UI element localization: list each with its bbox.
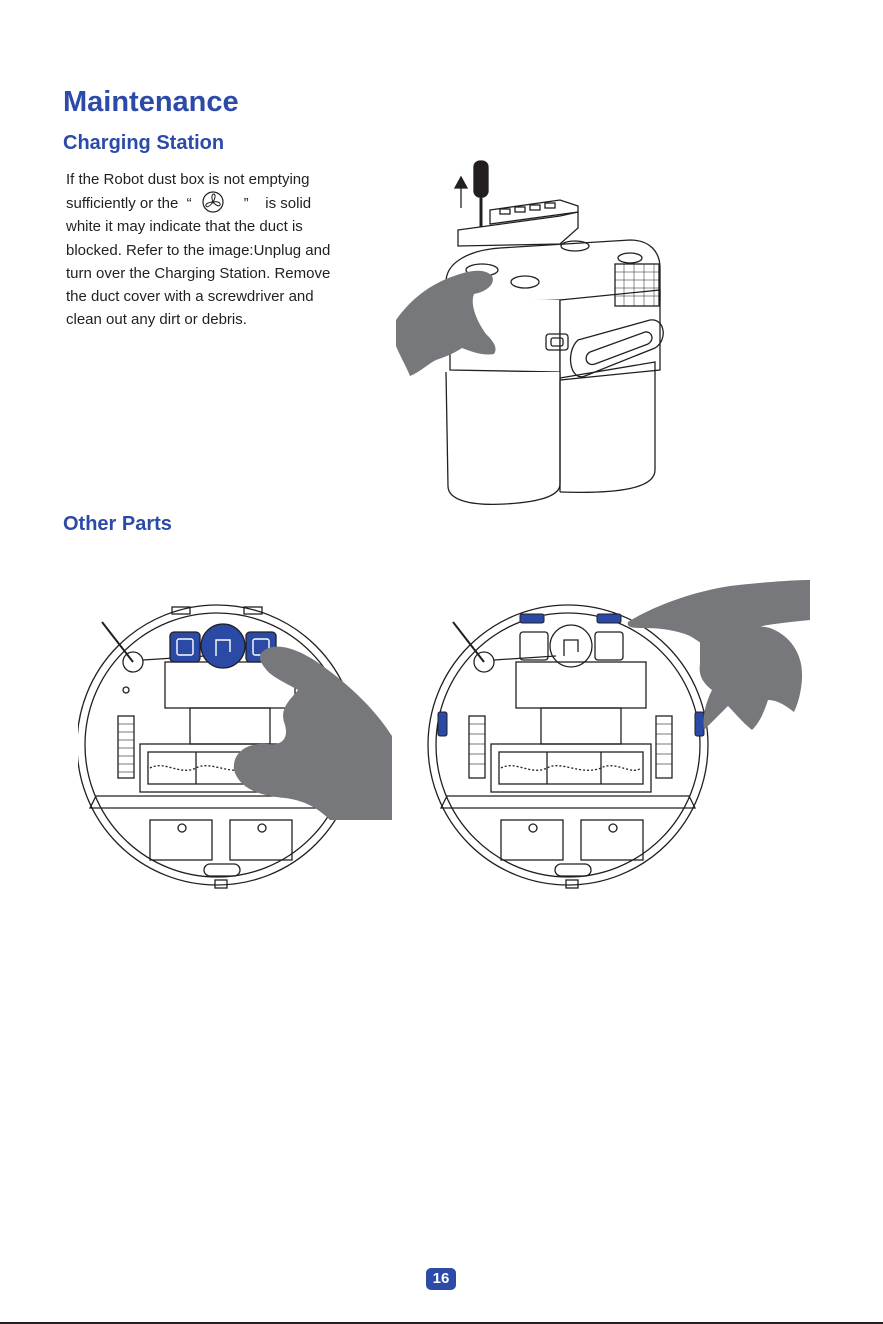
fan-icon	[202, 191, 224, 213]
bottom-rule	[0, 1322, 883, 1324]
close-quote: ”	[243, 195, 249, 213]
instruction-line-3: white it may indicate that the duct is	[66, 218, 303, 236]
instruction-line-2-start: sufficiently or the	[66, 195, 179, 213]
instruction-line-6: the duct cover with a screwdriver and	[66, 288, 314, 306]
charging-station-instructions: If the Robot dust box is not emptying su…	[66, 168, 366, 331]
instruction-line-5: turn over the Charging Station. Remove	[66, 264, 331, 282]
instruction-line-1: If the Robot dust box is not emptying	[66, 171, 310, 188]
hand-shape	[699, 625, 803, 730]
hand-shape	[233, 646, 392, 820]
hand-shape	[396, 270, 496, 376]
instruction-line-2-end: is solid	[265, 195, 312, 213]
instruction-line-4: blocked. Refer to the image:Unplug and	[66, 241, 331, 259]
robot-underside-illustration-left	[78, 604, 392, 889]
page-title: Maintenance	[63, 86, 239, 118]
page-number-badge: 16	[426, 1268, 456, 1290]
section-heading-other-parts: Other Parts	[63, 513, 172, 535]
open-quote: “	[186, 195, 192, 213]
instruction-line-7: clean out any dirt or debris.	[66, 311, 247, 329]
instruction-line-2: sufficiently or the “ ” is solid	[66, 191, 366, 215]
hand-shape	[627, 580, 810, 651]
charging-station-illustration	[396, 160, 664, 506]
robot-underside-illustration-right	[427, 580, 810, 889]
section-heading-charging-station: Charging Station	[63, 132, 225, 154]
